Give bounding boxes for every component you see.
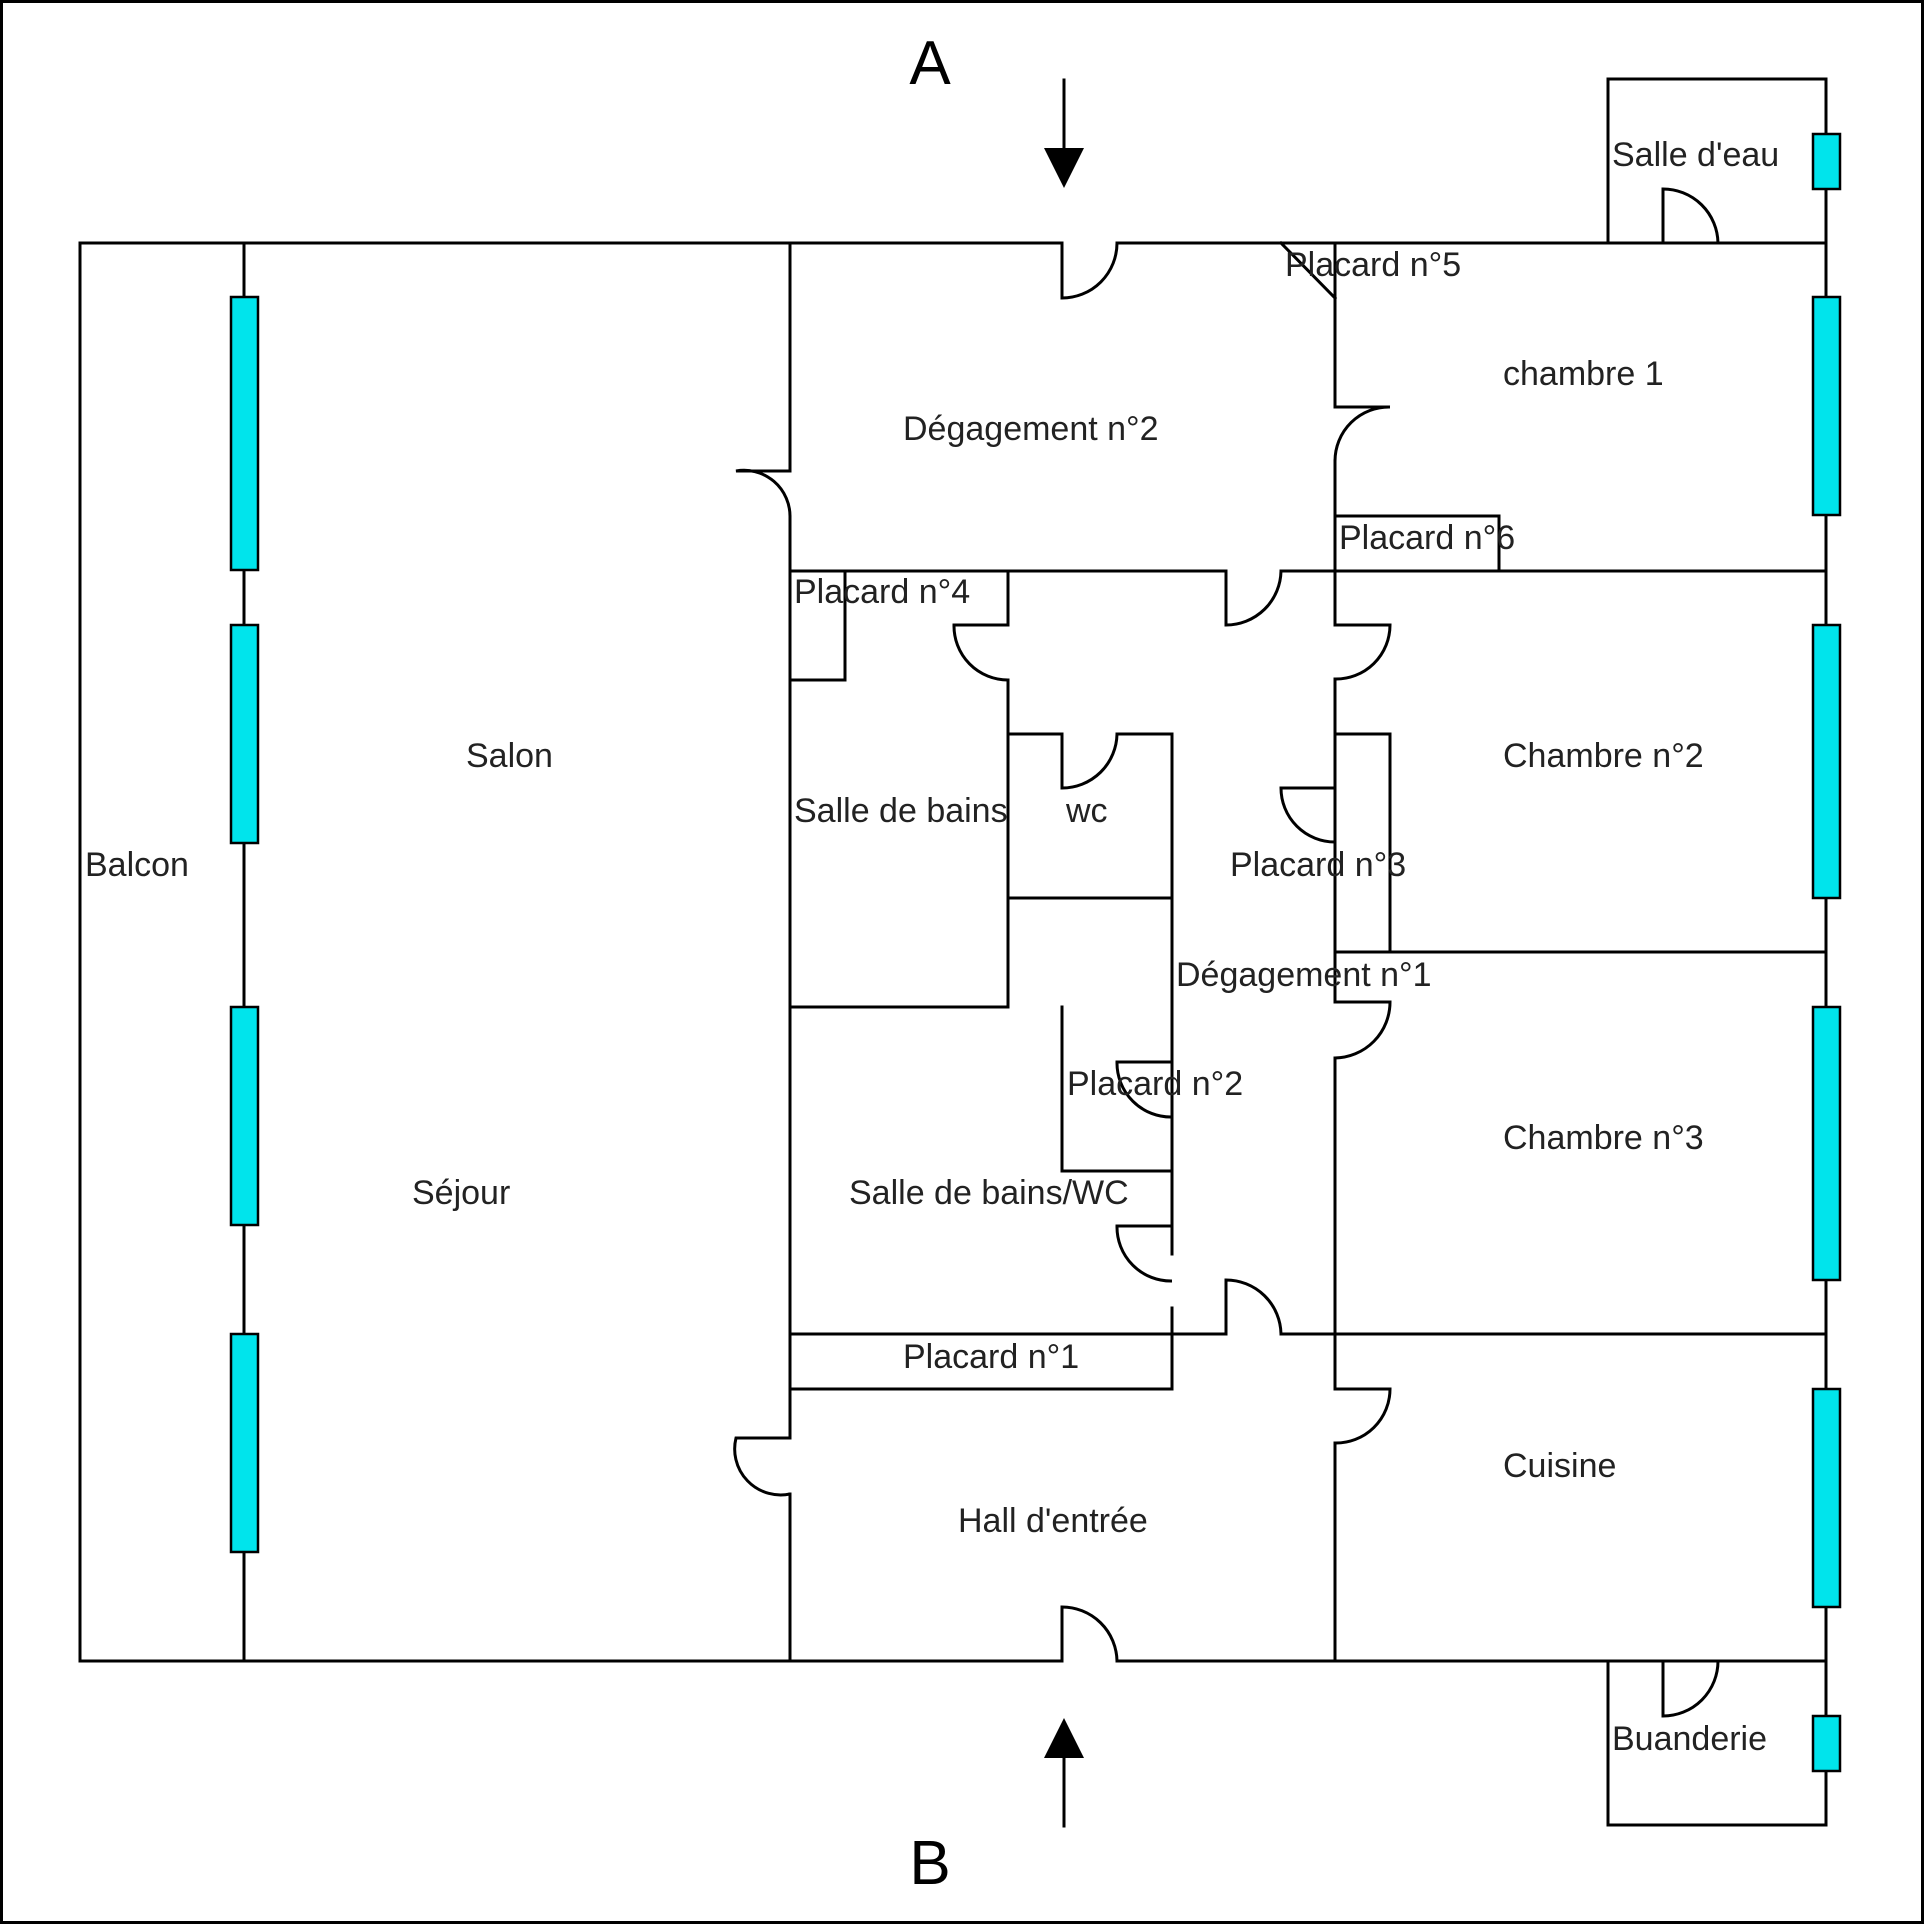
label-salle-de-bains-wc: Salle de bains/WC [849,1174,1129,1212]
label-balcon: Balcon [85,846,189,884]
label-degagement-2: Dégagement n°2 [903,410,1159,448]
label-placard-1: Placard n°1 [903,1338,1079,1376]
walls [78,77,1828,1827]
label-chambre-1: chambre 1 [1503,355,1664,393]
label-salle-de-bains: Salle de bains [794,792,1008,830]
label-degagement-1: Dégagement n°1 [1176,956,1432,994]
label-salon: Salon [466,737,553,775]
label-hall-entree: Hall d'entrée [958,1502,1148,1540]
marker-b: B [909,1829,950,1898]
label-placard-2: Placard n°2 [1067,1065,1243,1103]
label-sejour: Séjour [412,1174,510,1212]
label-chambre-2: Chambre n°2 [1503,737,1704,775]
marker-a: A [909,29,951,98]
label-cuisine: Cuisine [1503,1447,1616,1485]
label-placard-3: Placard n°3 [1230,846,1406,884]
entry-arrows [1044,78,1084,1828]
windows [229,132,1842,1773]
doors [733,187,1720,1718]
label-salle-deau: Salle d'eau [1612,136,1779,174]
label-wc: wc [1065,792,1108,830]
label-buanderie: Buanderie [1612,1720,1767,1758]
label-placard-5: Placard n°5 [1285,246,1461,284]
label-placard-6: Placard n°6 [1339,519,1515,557]
room-labels: Balcon Salon Séjour Dégagement n°2 Placa… [85,136,1779,1758]
label-chambre-3: Chambre n°3 [1503,1119,1704,1157]
label-placard-4: Placard n°4 [794,573,970,611]
